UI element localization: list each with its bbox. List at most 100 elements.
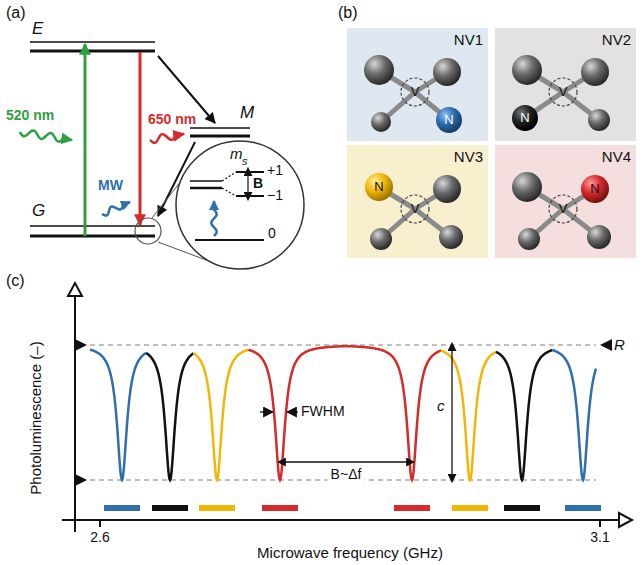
level-label: E bbox=[32, 20, 43, 39]
zoom-inset bbox=[176, 141, 304, 269]
reference-label: R bbox=[614, 337, 625, 354]
plot-axes bbox=[599, 520, 601, 527]
field-label: B bbox=[253, 176, 263, 191]
tick-label: 3.1 bbox=[590, 530, 609, 545]
carbon-atom bbox=[512, 172, 542, 202]
resonance-dip bbox=[194, 350, 249, 480]
carbon-atom bbox=[588, 109, 610, 131]
plot-axes bbox=[75, 339, 87, 351]
panel-label: (a) bbox=[6, 4, 26, 22]
vacancy bbox=[401, 78, 429, 106]
plot-axes bbox=[68, 283, 82, 296]
dimension-arrows bbox=[451, 350, 452, 475]
resonance-dip bbox=[441, 351, 496, 480]
frequency-bars bbox=[104, 505, 601, 511]
microwave-label: MW bbox=[98, 178, 123, 193]
tile-label: NV4 bbox=[602, 149, 631, 166]
dimension-label: FWHM bbox=[301, 404, 345, 419]
spin-subscript: s bbox=[242, 155, 248, 167]
odmr-spectrum bbox=[90, 346, 596, 480]
vacancy bbox=[549, 78, 577, 106]
tile-label: NV1 bbox=[454, 32, 483, 49]
axis-title: Microwave frequency (GHz) bbox=[257, 545, 443, 562]
vacancy-label: V bbox=[411, 202, 420, 216]
atom-label: N bbox=[520, 111, 529, 125]
zoom-inset bbox=[247, 175, 248, 193]
defect-tile: NV4V N bbox=[495, 145, 636, 258]
zoom-inset bbox=[135, 141, 304, 269]
photon-arrow bbox=[102, 202, 130, 216]
carbon-atom bbox=[439, 225, 463, 249]
energy-levels bbox=[190, 135, 250, 138]
dimension-arrows bbox=[260, 411, 273, 412]
tile-label: NV3 bbox=[454, 149, 483, 166]
dimension-arrows bbox=[260, 350, 452, 475]
frequency-bar bbox=[262, 505, 298, 511]
photon-arrow bbox=[211, 201, 216, 236]
resonance-dip bbox=[553, 350, 597, 480]
dimension-arrows bbox=[285, 461, 407, 462]
energy-levels bbox=[30, 50, 155, 53]
carbon-atom bbox=[587, 225, 611, 249]
spin-state: 0 bbox=[268, 226, 276, 241]
carbon-atom bbox=[364, 55, 394, 85]
carbon-atom bbox=[371, 112, 391, 132]
frequency-bar bbox=[152, 505, 188, 511]
defect-tile: NV3V N bbox=[347, 145, 488, 258]
carbon-atom bbox=[433, 58, 461, 86]
defect-tile: NV2VN bbox=[495, 28, 636, 141]
plot-axes bbox=[74, 294, 76, 532]
energy-levels bbox=[190, 127, 250, 129]
frequency-bar bbox=[565, 505, 601, 511]
dimension-arrows bbox=[287, 411, 298, 412]
plot-axes bbox=[600, 339, 612, 351]
defect-tile: NV1VN bbox=[347, 28, 488, 141]
vacancy bbox=[549, 195, 577, 223]
zoom-inset bbox=[190, 187, 222, 190]
atom-label: N bbox=[444, 113, 453, 127]
frequency-bar bbox=[104, 505, 140, 511]
spin-state: −1 bbox=[267, 188, 283, 203]
carbon-atom bbox=[581, 58, 609, 86]
zoom-inset bbox=[236, 195, 264, 197]
atom-label: N bbox=[590, 182, 599, 196]
tile-label: NV2 bbox=[602, 32, 631, 49]
frequency-bar bbox=[199, 505, 235, 511]
plot-axes bbox=[99, 520, 101, 527]
photon-arrow bbox=[20, 130, 72, 141]
zoom-inset bbox=[135, 218, 161, 244]
resonance-dip bbox=[90, 350, 146, 480]
frequency-bar bbox=[394, 505, 430, 511]
plot-axes bbox=[62, 283, 632, 532]
level-label: G bbox=[32, 202, 45, 221]
carbon-atom bbox=[512, 55, 542, 85]
axis-title: Photoluminescence (–) bbox=[28, 341, 45, 494]
wavelength-label: 520 nm bbox=[6, 108, 54, 123]
zoom-inset bbox=[236, 171, 264, 173]
plot-axes bbox=[75, 474, 87, 486]
resonance-dip bbox=[496, 350, 553, 480]
spin-symbol: m bbox=[230, 146, 243, 163]
level-label: M bbox=[240, 104, 254, 123]
wavelength-label: 650 nm bbox=[148, 112, 196, 127]
tick-label: 2.6 bbox=[90, 530, 109, 545]
dimension-label: B~Δf bbox=[328, 467, 365, 482]
dimension-label: c bbox=[437, 398, 445, 415]
resonance-dip bbox=[146, 353, 194, 480]
carbon-atom bbox=[433, 175, 461, 203]
photon-arrow bbox=[150, 133, 184, 143]
vacancy-label: V bbox=[559, 202, 568, 216]
transition-arrows bbox=[139, 52, 142, 225]
panel-label: (b) bbox=[338, 4, 358, 22]
zoom-inset bbox=[222, 188, 236, 196]
nitrogen-atom bbox=[436, 107, 462, 133]
resonance-dip bbox=[346, 346, 441, 480]
carbon-atom bbox=[518, 228, 540, 250]
atom-label: N bbox=[374, 180, 383, 194]
panel-label: (c) bbox=[6, 272, 25, 290]
plot-axes bbox=[62, 519, 620, 521]
carbon-atom bbox=[370, 228, 392, 250]
transition-arrows bbox=[84, 44, 87, 236]
spin-state: +1 bbox=[267, 163, 283, 178]
